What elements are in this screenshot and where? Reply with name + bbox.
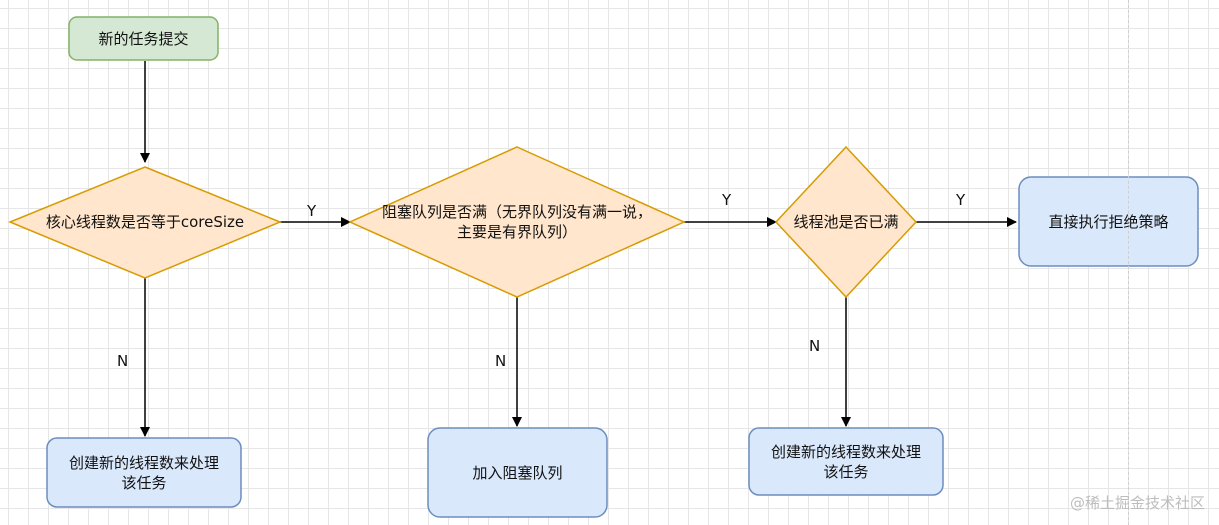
start-node-shape [68,16,219,61]
reject-policy-node[interactable]: 直接执行拒绝策略 [1048,212,1169,231]
core-check-diamond [8,166,282,279]
create-noncore-thread-node[interactable]: 创建新的线程数来处理 该任务 [770,442,921,481]
edge-label-pool-yes: Y [956,191,966,209]
enqueue-node-shape [427,427,608,518]
core-check-decision[interactable]: 核心线程数是否等于coreSize [45,213,245,231]
edge-label-core-no: N [117,352,129,370]
watermark: @稀土掘金技术社区 [1069,494,1205,512]
create-noncore-node-shape [748,427,944,496]
edge-label-queue-no: N [495,352,507,370]
enqueue-node[interactable]: 加入阻塞队列 [472,463,563,482]
queue-check-decision[interactable]: 阻塞队列是否满（无界队列没有满一说， 主要是有界队列） [381,203,652,241]
create-core-node-shape [46,437,242,508]
reject-node-shape [1018,176,1199,267]
edge-label-pool-no: N [809,337,821,355]
edge-label-queue-yes: Y [722,191,732,209]
create-core-thread-node[interactable]: 创建新的线程数来处理 该任务 [68,453,219,492]
pool-check-decision[interactable]: 线程池是否已满 [793,213,899,231]
pool-check-diamond [774,145,918,299]
queue-check-diamond [348,146,686,298]
edge-label-core-yes: Y [307,202,317,220]
page-guide-line [1128,0,1129,525]
start-node[interactable]: 新的任务提交 [98,29,189,48]
